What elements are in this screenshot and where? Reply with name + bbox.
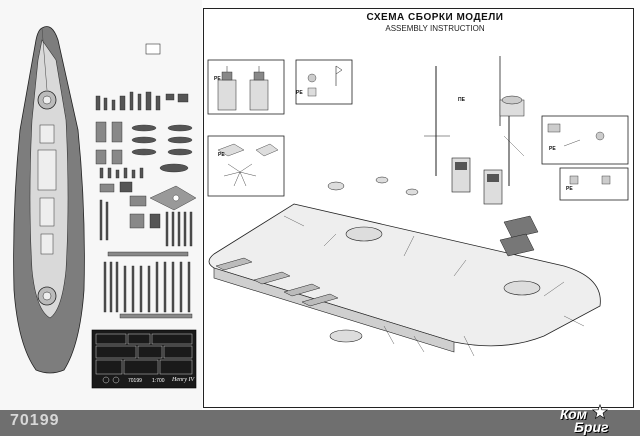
parts-drawing <box>13 26 197 389</box>
pe-label: PE <box>296 90 303 96</box>
pe-label: PE <box>549 146 556 152</box>
pe-label: PE <box>566 186 573 192</box>
brand-line-1: Ком <box>560 406 587 422</box>
detail-inset-5 <box>559 167 629 201</box>
brand-logo: Ком Бриг <box>560 406 609 435</box>
detail-inset-1 <box>207 59 285 115</box>
product-code: 70199 <box>10 412 60 429</box>
footer-bar <box>0 410 640 436</box>
photo-etch-fret <box>91 329 197 389</box>
detail-inset-3 <box>207 135 285 197</box>
pe-label: PE <box>214 76 221 82</box>
pe-label: ПЕ <box>458 97 465 103</box>
pe-label: PE <box>218 152 225 158</box>
fret-scale: 1:700 <box>152 378 165 384</box>
parts-tag <box>145 43 161 55</box>
detail-inset-2 <box>295 59 353 105</box>
sprue-parts <box>95 91 197 319</box>
fret-code: 70199 <box>128 378 142 384</box>
hull-plan-view <box>13 26 85 374</box>
assembly-drawing <box>207 56 629 357</box>
exploded-ship-view <box>208 56 601 357</box>
brand-line-2: Бриг <box>574 419 609 435</box>
parts-panel: 70199 1:700 Henry IV <box>0 0 202 410</box>
assembly-subtitle: ASSEMBLY INSTRUCTION <box>385 24 485 33</box>
star-icon <box>592 404 608 420</box>
fret-name: Henry IV <box>172 377 195 383</box>
detail-inset-4 <box>541 115 629 165</box>
assembly-title: СХЕМА СБОРКИ МОДЕЛИ <box>366 12 504 23</box>
